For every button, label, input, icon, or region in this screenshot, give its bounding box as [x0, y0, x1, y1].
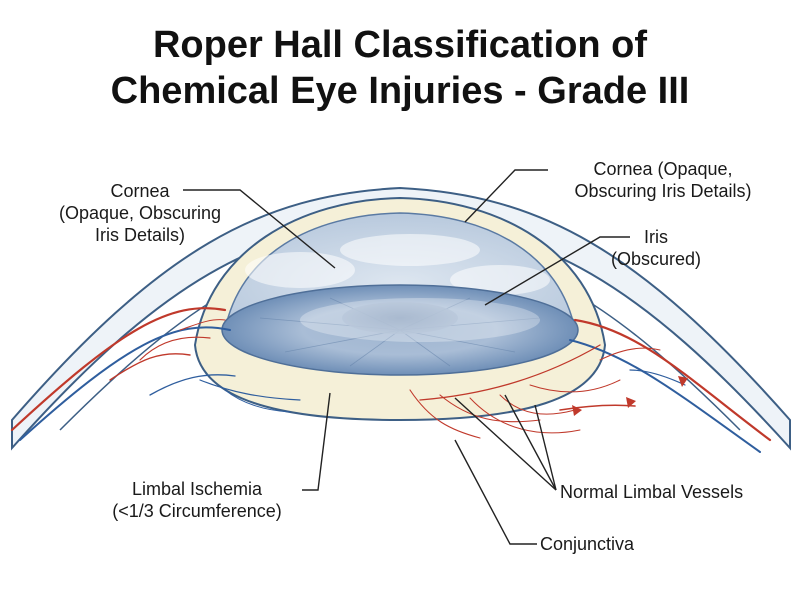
label-iris-line2: (Obscured)	[610, 249, 702, 269]
leader-cornea-left	[183, 189, 336, 269]
left-vessels	[10, 307, 301, 441]
label-cornea-left: Cornea (Opaque, Obscuring Iris Details)	[35, 180, 245, 246]
right-vessels	[409, 318, 772, 453]
label-limbal-ischemia-line1: Limbal Ischemia	[131, 479, 263, 499]
label-conjunctiva: Conjunctiva	[540, 534, 635, 554]
title-line-2: Chemical Eye Injuries - Grade III	[110, 70, 690, 112]
leader-vessel-1	[454, 397, 557, 491]
flow-arrows	[572, 376, 688, 416]
leader-lines	[183, 169, 630, 545]
label-cornea-right-line1: Cornea (Opaque,	[593, 159, 733, 179]
diagram-title: Roper Hall Classification of Chemical Ey…	[0, 22, 800, 114]
title-line-1: Roper Hall Classification of	[152, 24, 648, 66]
label-limbal-ischemia-line2: (<1/3 Circumference)	[112, 501, 282, 521]
label-cornea-left-line3: Iris Details)	[94, 225, 185, 245]
label-normal-limbal-vessels: Normal Limbal Vessels	[560, 482, 744, 502]
leader-iris	[484, 236, 630, 306]
label-limbal-ischemia: Limbal Ischemia (<1/3 Circumference)	[92, 478, 302, 522]
label-iris-line1: Iris	[644, 227, 668, 247]
label-iris: Iris (Obscured)	[596, 226, 716, 270]
label-cornea-right: Cornea (Opaque, Obscuring Iris Details)	[548, 158, 778, 202]
leader-cornea-right	[464, 169, 548, 223]
leader-limbal-ischemia	[302, 392, 331, 491]
label-cornea-left-line2: (Opaque, Obscuring	[58, 203, 222, 223]
label-cornea-right-line2: Obscuring Iris Details)	[574, 181, 752, 201]
leader-vessel-3	[534, 404, 557, 491]
iris-haze	[300, 298, 540, 342]
pupil	[342, 302, 458, 334]
leader-vessel-2	[504, 394, 557, 491]
label-cornea-left-line1: Cornea	[110, 181, 170, 201]
leader-conjunctiva	[454, 439, 537, 545]
